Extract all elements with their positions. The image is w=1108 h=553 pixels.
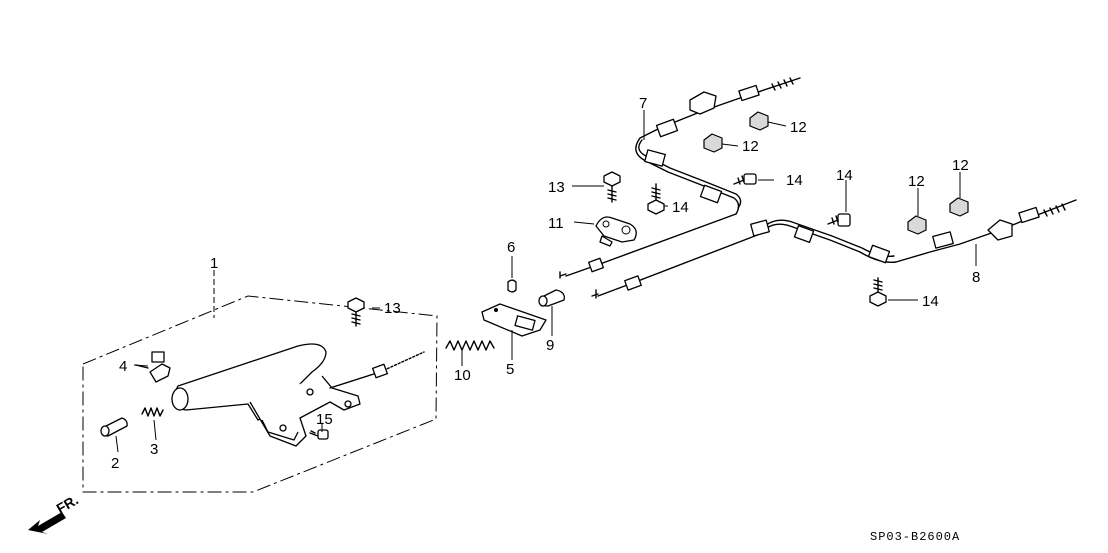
callout-12-c: 12 [908,173,925,190]
cable-boot[interactable] [538,289,565,307]
callout-4: 4 [119,358,127,375]
callout-14-b: 14 [786,172,803,189]
equalizer[interactable] [481,303,547,337]
front-arrow-icon [28,512,66,534]
callout-5: 5 [506,361,514,378]
callout-13-b: 13 [384,300,401,317]
cable-clamp[interactable] [595,216,637,247]
bolt-14-a[interactable] [647,183,665,215]
brake-cable-7[interactable] [559,77,801,279]
bolt-14-b[interactable] [733,173,757,185]
callout-13-a: 13 [548,179,565,196]
front-label: FR. [54,491,82,516]
callout-7: 7 [639,95,647,112]
bolt-13-left[interactable] [347,297,365,327]
callout-8: 8 [972,269,980,286]
callout-10: 10 [454,367,471,384]
callout-15: 15 [316,411,333,428]
equalizer-spring[interactable] [445,340,495,351]
bolt-14-d[interactable] [869,277,887,307]
leader-lines [115,110,977,453]
callout-2: 2 [111,455,119,472]
callout-12-b: 12 [742,138,759,155]
release-button[interactable] [100,417,128,437]
bolt-13-upper[interactable] [603,171,621,203]
callout-14-d: 14 [922,293,939,310]
nut-12-a[interactable] [749,111,769,131]
lever-assembly-outline [82,295,438,493]
release-spring[interactable] [141,407,164,417]
nut-12-b[interactable] [703,133,723,153]
callout-3: 3 [150,441,158,458]
callout-6: 6 [507,239,515,256]
bolt-14-c[interactable] [827,213,851,227]
callout-14-a: 14 [672,199,689,216]
bolt-15[interactable] [309,429,329,440]
callout-14-c: 14 [836,167,853,184]
callout-1: 1 [210,255,218,272]
nut-12-c[interactable] [907,215,927,235]
callout-9: 9 [546,337,554,354]
brake-cable-8[interactable] [591,199,1077,299]
parking-brake-lever[interactable] [171,343,425,447]
callout-12-a: 12 [790,119,807,136]
callout-11: 11 [548,215,564,232]
callout-12-d: 12 [952,157,969,174]
nut-12-d[interactable] [949,197,969,217]
equalizer-pin[interactable] [507,279,517,293]
ratchet-pawl[interactable] [135,351,171,383]
diagram-code: SP03-B2600A [870,530,960,544]
